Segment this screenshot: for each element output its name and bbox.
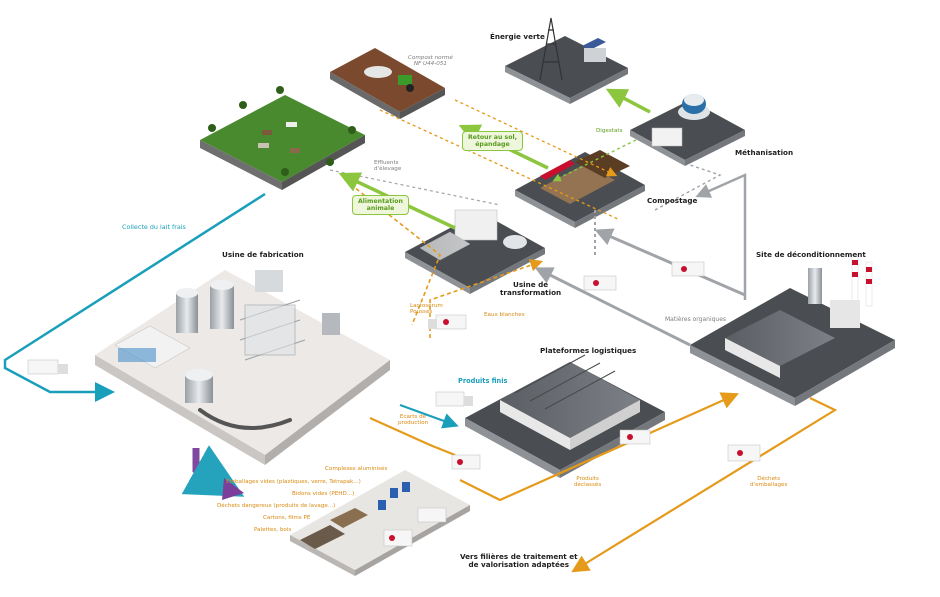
label-site-deconditionnement: Site de déconditionnement bbox=[756, 250, 866, 259]
label-eaux-blanches: Eaux blanches bbox=[484, 312, 525, 318]
compost-field-platform bbox=[330, 48, 445, 119]
label-collecte-lait: Collecte du lait frais bbox=[122, 223, 186, 231]
label-plateformes-logistiques: Plateformes logistiques bbox=[540, 346, 637, 355]
label-produits-declasses: Produits déclassés bbox=[574, 476, 602, 489]
warehouse-icon bbox=[500, 354, 640, 450]
label-produits-finis: Produits finis bbox=[458, 377, 508, 385]
label-usine-fabrication: Usine de fabrication bbox=[222, 250, 304, 259]
waste-item-emballages-vides: Emballages vides (plastiques, verre, Tet… bbox=[226, 479, 361, 485]
digester-dome-icon bbox=[651, 94, 710, 147]
tractor-icon bbox=[364, 66, 414, 92]
callout-alimentation-animale: Alimentation animale bbox=[352, 195, 409, 216]
label-compost-norme: Compost normé NF U44-051 bbox=[408, 55, 453, 68]
cow-icon bbox=[258, 122, 300, 153]
label-matieres-organiques: Matières organiques bbox=[665, 316, 727, 323]
solar-panel-icon bbox=[582, 38, 606, 62]
deconditionnement-platform bbox=[690, 254, 895, 406]
chimney-icon bbox=[808, 254, 873, 328]
label-compostage: Compostage bbox=[647, 196, 698, 205]
oil-derrick-icon bbox=[539, 17, 563, 81]
label-usine-transformation: Usine de transformation bbox=[500, 280, 562, 298]
usine-fabrication-platform bbox=[95, 270, 390, 465]
methanisation-platform bbox=[630, 94, 745, 166]
label-dechets-emballages: Déchets d'emballages bbox=[750, 476, 788, 489]
waste-platform bbox=[290, 470, 470, 576]
waste-item-palettes: Palettes, bois bbox=[254, 527, 292, 533]
waste-item-cartons: Cartons, films PE bbox=[263, 515, 311, 521]
waste-pile-icon bbox=[300, 482, 410, 549]
waste-item-complexes: Complexes aluminisés bbox=[325, 466, 388, 472]
label-lactoserum: Lactosérum Pousses bbox=[410, 303, 443, 316]
farm-field-icon bbox=[200, 86, 365, 190]
callout-retour-sol: Retour au sol, épandage bbox=[462, 131, 523, 152]
plateformes-platform bbox=[465, 354, 665, 478]
label-digestats: Digestats bbox=[596, 128, 623, 134]
label-methanisation: Méthanisation bbox=[735, 148, 794, 157]
energie-verte-platform bbox=[505, 17, 628, 104]
usine-transformation-platform bbox=[405, 209, 545, 294]
factory-tank-icon bbox=[176, 280, 234, 403]
waste-item-dechets-dangereux: Déchets dangereux (produits de lavage...… bbox=[217, 503, 336, 509]
truck-icon bbox=[27, 261, 761, 547]
label-effluents: Effluents d'élevage bbox=[374, 160, 402, 173]
label-vers-filieres: Vers filières de traitement et de valori… bbox=[460, 552, 578, 570]
label-energie-verte: Énergie verte bbox=[490, 32, 545, 41]
waste-item-bidons: Bidons vides (PEHD...) bbox=[292, 491, 355, 497]
label-ecarts-production: Ecarts de production bbox=[398, 414, 429, 427]
